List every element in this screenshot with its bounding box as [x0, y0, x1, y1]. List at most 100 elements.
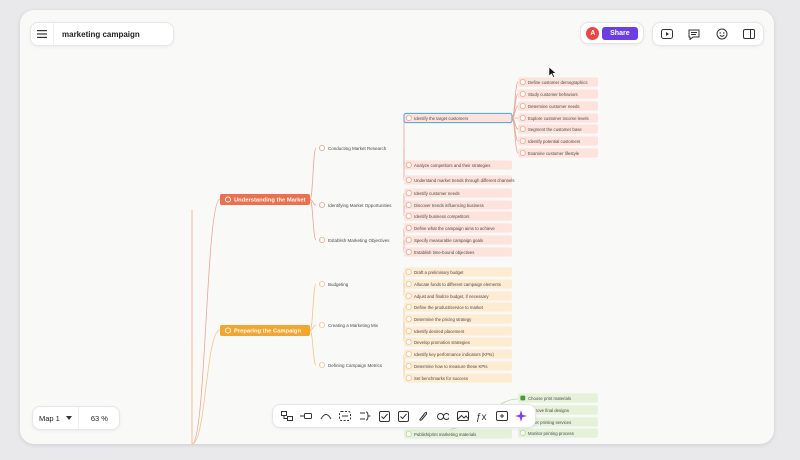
topic-node[interactable] [404, 349, 512, 359]
share-panel: A Share [580, 22, 644, 44]
topic-circle-icon [405, 374, 412, 381]
topic-circle-icon [405, 362, 412, 369]
topic-circle-icon [405, 280, 412, 287]
comment-icon[interactable] [688, 28, 700, 40]
topic-node[interactable] [518, 148, 598, 158]
sibling-icon[interactable] [300, 410, 313, 422]
topic-node[interactable] [404, 326, 512, 336]
hyperlink-icon[interactable] [437, 410, 450, 422]
topic-node[interactable] [404, 314, 512, 324]
connector-line [191, 198, 221, 444]
boundary-icon[interactable] [339, 410, 352, 422]
subtopic-node[interactable] [316, 320, 404, 330]
ai-sparkle-icon[interactable] [515, 410, 528, 422]
map-selector[interactable]: Map 1 [33, 407, 79, 429]
main-topic-node[interactable] [220, 194, 310, 205]
hamburger-icon[interactable] [31, 23, 54, 45]
relationship-icon[interactable] [320, 410, 332, 422]
topic-node[interactable] [404, 247, 512, 257]
topic-circle-icon [224, 196, 232, 203]
topic-node[interactable] [404, 175, 512, 185]
link-icon[interactable] [417, 410, 429, 422]
topic-circle-icon [405, 189, 412, 196]
node-label: Develop promotion strategies [414, 340, 470, 345]
image-icon[interactable] [456, 410, 469, 422]
connector-line [309, 147, 317, 200]
topic-node[interactable] [404, 429, 512, 439]
node-label: Determine customer needs [528, 104, 580, 109]
emoji-icon[interactable] [716, 28, 728, 40]
node-label: Identify business competitors [414, 214, 469, 219]
topic-circle-icon [405, 236, 412, 243]
topic-node[interactable] [518, 393, 598, 403]
topic-circle-icon [519, 126, 526, 133]
subtopic-node[interactable] [316, 360, 404, 370]
subtopic-node[interactable] [316, 143, 404, 153]
node-label: Monitor printing process [528, 431, 574, 436]
task-icon[interactable] [378, 410, 390, 422]
subtopic-icon[interactable] [280, 410, 293, 422]
topic-node[interactable] [404, 302, 512, 312]
topic-node[interactable] [518, 136, 598, 146]
topic-circle-icon [405, 350, 412, 357]
connector-line [309, 324, 317, 331]
topic-node[interactable] [404, 337, 512, 347]
topic-circle-icon [405, 201, 412, 208]
sidebar-icon[interactable] [743, 28, 756, 40]
topic-node[interactable] [404, 223, 512, 233]
subtopic-node[interactable] [316, 235, 404, 245]
svg-text:ƒx: ƒx [476, 412, 487, 422]
topic-node[interactable] [404, 160, 512, 170]
topic-node[interactable] [518, 77, 598, 87]
topic-node[interactable] [404, 279, 512, 289]
topic-node[interactable] [404, 235, 512, 245]
node-label: Adjust and finalize budget, if necessary [414, 294, 489, 299]
topic-node[interactable] [518, 89, 598, 99]
topic-node[interactable] [518, 428, 598, 438]
video-icon[interactable] [495, 410, 508, 422]
topic-node[interactable] [404, 291, 512, 301]
node-label: Defining Campaign Metrics [328, 363, 383, 368]
node-label: Identify potential customers [528, 139, 580, 144]
topic-node[interactable] [518, 405, 598, 415]
avatar[interactable]: A [586, 26, 600, 40]
zoom-level[interactable]: 63 % [90, 413, 108, 423]
connector-line [511, 117, 519, 154]
mouse-cursor-icon [548, 65, 557, 83]
node-label: Examine customer lifestyle [528, 151, 580, 156]
node-label: Explore customer income levels [528, 116, 589, 121]
subtopic-node[interactable] [316, 200, 404, 210]
topic-circle-icon [405, 176, 412, 183]
node-label: Define customer demographics [528, 80, 587, 85]
topic-node[interactable] [404, 267, 512, 277]
node-label: Budgeting [328, 282, 349, 287]
topic-circle-icon [318, 201, 325, 208]
document-title[interactable]: marketing campaign [62, 29, 140, 39]
checkbox-icon[interactable] [398, 410, 410, 422]
topic-node[interactable] [404, 373, 512, 383]
topic-node[interactable] [518, 113, 598, 123]
topic-node[interactable] [404, 361, 512, 371]
topic-node[interactable] [404, 211, 512, 221]
summary-icon[interactable] [359, 410, 371, 422]
node-label: Segment the customer base [528, 127, 582, 132]
share-button[interactable]: Share [602, 26, 638, 40]
node-label: Creating a Marketing Mix [328, 323, 379, 328]
topic-circle-icon [224, 327, 232, 334]
topic-circle-icon [318, 280, 325, 287]
topic-circle-icon [519, 429, 526, 436]
topic-circle-icon [519, 79, 526, 86]
topic-circle-icon [405, 268, 412, 275]
checkbox-checked-icon[interactable] [520, 395, 526, 401]
topic-node[interactable] [404, 200, 512, 210]
topic-node[interactable] [518, 417, 598, 427]
topic-node[interactable] [404, 188, 512, 198]
formula-icon[interactable]: ƒx [476, 410, 488, 422]
play-icon[interactable] [660, 28, 673, 40]
topic-node[interactable] [518, 101, 598, 111]
topic-node[interactable] [518, 124, 598, 134]
subtopic-node[interactable] [316, 279, 404, 289]
main-topic-node[interactable] [220, 325, 310, 336]
